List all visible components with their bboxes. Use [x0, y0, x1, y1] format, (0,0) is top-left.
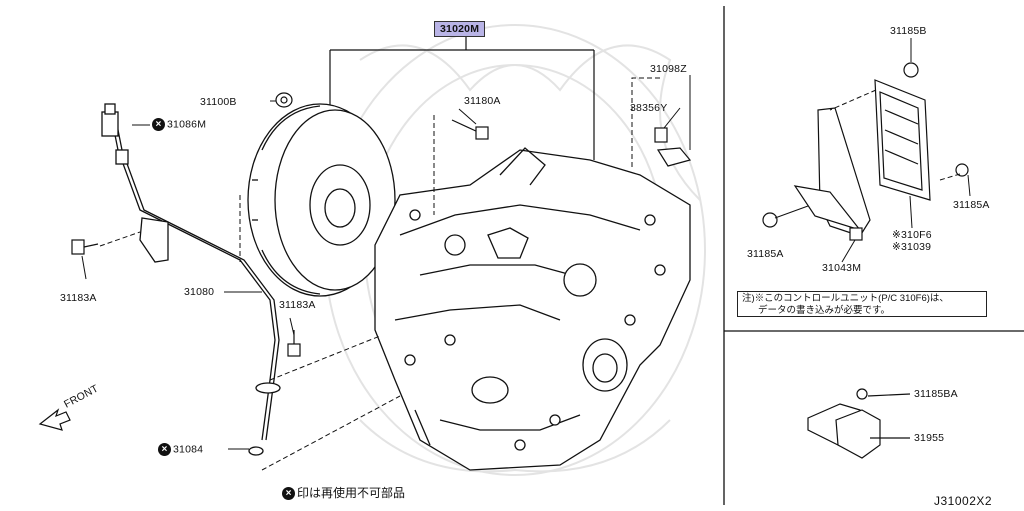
callout-31180a: 31180A [464, 95, 501, 107]
transmission-case [374, 147, 691, 471]
callout-31185ba: 31185BA [914, 388, 958, 400]
callout-31084-text: 31084 [173, 443, 204, 456]
x-circle-icon: × [282, 487, 295, 501]
control-unit [762, 62, 969, 241]
callout-31080: 31080 [184, 286, 215, 298]
callout-31183a-right: 31183A [279, 299, 316, 311]
diagram-code: J31002X2 [934, 494, 993, 508]
callout-31039: ※31039 [892, 241, 932, 253]
callout-31043m: 31043M [822, 262, 862, 274]
note-line-2: データの書き込みが必要です。 [758, 305, 891, 316]
torque-converter [247, 103, 396, 297]
x-circle-icon: × [152, 118, 165, 131]
callout-assembly: 31020M [434, 21, 486, 37]
callout-31185b: 31185B [890, 25, 927, 37]
programming-note: 注)※このコントロールユニット(P/C 310F6)は、 データの書き込みが必要… [737, 291, 987, 317]
callout-31086m: ×31086M [152, 118, 206, 131]
callout-31086m-text: 31086M [167, 118, 207, 131]
callout-310f6: ※310F6 [892, 229, 932, 241]
callout-31100b: 31100B [200, 96, 237, 108]
small-hardware [71, 92, 692, 357]
callout-31183a-left: 31183A [60, 292, 97, 304]
control-unit-leaders [774, 38, 971, 263]
fluid-tube-assembly [101, 103, 281, 456]
sensor-part [807, 388, 911, 459]
callout-38356y: 38356Y [630, 102, 668, 114]
callout-31185a-left: 31185A [747, 248, 784, 260]
callout-31955: 31955 [914, 432, 945, 444]
note-line-1: 注)※このコントロールユニット(P/C 310F6)は、 [742, 293, 949, 304]
x-circle-icon: × [158, 443, 171, 456]
callout-31084: ×31084 [158, 443, 203, 456]
legend-text: 印は再使用不可部品 [297, 486, 406, 500]
non-reusable-legend: ×印は再使用不可部品 [282, 484, 405, 501]
leader-lines [81, 75, 691, 471]
callout-31185a-right: 31185A [953, 199, 990, 211]
assembly-bracket-lines [329, 37, 595, 160]
callout-31098z: 31098Z [650, 63, 687, 75]
arrow-front-icon [38, 408, 71, 431]
